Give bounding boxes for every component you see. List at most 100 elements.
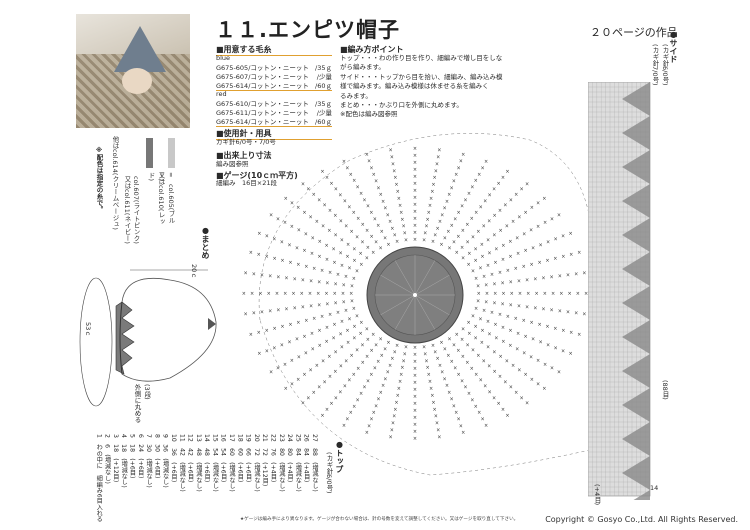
stitch-mark: × bbox=[352, 336, 356, 342]
stitch-mark: × bbox=[386, 370, 390, 376]
page-title: １１.エンピツ帽子 bbox=[215, 18, 400, 42]
stitch-mark: × bbox=[543, 362, 547, 368]
stitch-mark: × bbox=[423, 231, 427, 237]
stitch-mark: × bbox=[569, 252, 573, 258]
stitch-mark: × bbox=[325, 243, 329, 249]
stitch-mark: × bbox=[290, 381, 294, 387]
stitch-mark: × bbox=[413, 202, 417, 208]
stitch-mark: × bbox=[352, 210, 356, 216]
table-row: 20 72 (増減なし) bbox=[252, 434, 260, 492]
stitch-mark: × bbox=[456, 348, 460, 354]
stitch-mark: × bbox=[280, 258, 284, 264]
stitch-mark: × bbox=[371, 250, 375, 256]
stitch-mark: × bbox=[269, 369, 273, 375]
stitch-mark: × bbox=[359, 391, 363, 397]
stitch-mark: × bbox=[273, 256, 277, 262]
stitch-mark: × bbox=[390, 226, 394, 232]
stitch-mark: × bbox=[393, 407, 397, 413]
stitch-mark: × bbox=[361, 222, 365, 228]
stitch-mark: × bbox=[349, 172, 353, 178]
stitch-mark: × bbox=[413, 216, 417, 222]
stitch-mark: × bbox=[325, 175, 329, 181]
stitch-mark: × bbox=[349, 410, 353, 416]
stitch-mark: × bbox=[474, 246, 478, 252]
stitch-mark: × bbox=[340, 345, 344, 351]
stitch-mark: × bbox=[536, 201, 540, 207]
stitch-mark: × bbox=[276, 216, 280, 222]
stitch-mark: × bbox=[383, 206, 387, 212]
stitch-mark: × bbox=[352, 258, 356, 264]
stitch-mark: × bbox=[496, 181, 500, 187]
round-table: 27 88 (増減なし)26 84 (+4目)25 84 (増減なし)24 80… bbox=[92, 434, 318, 522]
table-row: 24 80 (+4目) bbox=[286, 434, 294, 483]
stitch-mark: × bbox=[380, 353, 384, 359]
stitch-mark: × bbox=[509, 303, 513, 309]
stitch-mark: × bbox=[538, 242, 542, 248]
stitch-mark: × bbox=[530, 320, 534, 326]
stitch-mark: × bbox=[541, 275, 545, 281]
stitch-mark: × bbox=[543, 220, 547, 226]
table-row: 19 66 (+6目) bbox=[244, 434, 252, 483]
stitch-mark: × bbox=[584, 291, 588, 297]
table-row: 9 36 (増減なし) bbox=[161, 434, 169, 488]
stitch-mark: × bbox=[501, 175, 505, 181]
stitch-mark: × bbox=[309, 214, 313, 220]
stitch-mark: × bbox=[321, 224, 325, 230]
stitch-mark: × bbox=[300, 291, 304, 297]
stitch-mark: × bbox=[269, 213, 273, 219]
table-row: 7 30 (増減なし) bbox=[145, 434, 153, 488]
table-row: 16 54 (+6目) bbox=[219, 434, 227, 483]
stitch-mark: × bbox=[542, 196, 546, 202]
stitch-mark: × bbox=[333, 369, 337, 375]
stitch-mark: × bbox=[471, 348, 475, 354]
stitch-mark: × bbox=[250, 291, 254, 297]
stitch-mark: × bbox=[320, 268, 324, 274]
stitch-mark: × bbox=[465, 342, 469, 348]
stitch-mark: × bbox=[482, 274, 486, 280]
stitch-mark: × bbox=[244, 270, 248, 276]
stitch-mark: × bbox=[413, 181, 417, 187]
stitch-mark: × bbox=[366, 245, 370, 251]
stitch-mark: × bbox=[530, 205, 534, 211]
stitch-mark: × bbox=[494, 247, 498, 253]
stitch-mark: × bbox=[331, 247, 335, 253]
stitch-mark: × bbox=[306, 187, 310, 193]
stitch-mark: × bbox=[344, 224, 348, 230]
stitch-mark: × bbox=[435, 161, 439, 167]
work-reference: ２０ページの作品 bbox=[590, 26, 678, 39]
stitch-mark: × bbox=[551, 291, 555, 297]
stitch-mark: × bbox=[501, 407, 505, 413]
stitch-mark: × bbox=[453, 216, 457, 222]
stitch-mark: × bbox=[413, 380, 417, 386]
stitch-mark: × bbox=[376, 359, 380, 365]
stitch-mark: × bbox=[501, 243, 505, 249]
stitch-mark: × bbox=[467, 320, 471, 326]
stitch-mark: × bbox=[301, 305, 305, 311]
stitch-mark: × bbox=[525, 181, 529, 187]
stitch-mark: × bbox=[413, 153, 417, 159]
stitch-mark: × bbox=[480, 254, 484, 260]
stitch-mark: × bbox=[318, 343, 322, 349]
stitch-mark: × bbox=[484, 423, 488, 429]
stitch-mark: × bbox=[438, 363, 442, 369]
stitch-mark: × bbox=[425, 217, 429, 223]
table-row: 23 80 (増減なし) bbox=[277, 434, 285, 492]
stitch-mark: × bbox=[349, 291, 353, 297]
stitch-mark: × bbox=[413, 174, 417, 180]
stitch-mark: × bbox=[345, 417, 349, 423]
stitch-mark: × bbox=[413, 223, 417, 229]
stitch-mark: × bbox=[372, 410, 376, 416]
table-row: 13 48 (増減なし) bbox=[194, 434, 202, 492]
stitch-mark: × bbox=[461, 430, 465, 436]
color-legend: = col.605(ブルー) 又はcol.610(レッド) bbox=[142, 138, 190, 228]
stitch-mark: × bbox=[293, 276, 297, 282]
stitch-mark: × bbox=[344, 358, 348, 364]
stitch-mark: × bbox=[290, 201, 294, 207]
stitch-mark: × bbox=[413, 359, 417, 365]
stitch-mark: × bbox=[477, 291, 481, 297]
stitch-mark: × bbox=[347, 378, 351, 384]
stitch-mark: × bbox=[476, 353, 480, 359]
stitch-mark: × bbox=[301, 401, 305, 407]
stitch-mark: × bbox=[366, 378, 370, 384]
stitch-mark: × bbox=[356, 216, 360, 222]
